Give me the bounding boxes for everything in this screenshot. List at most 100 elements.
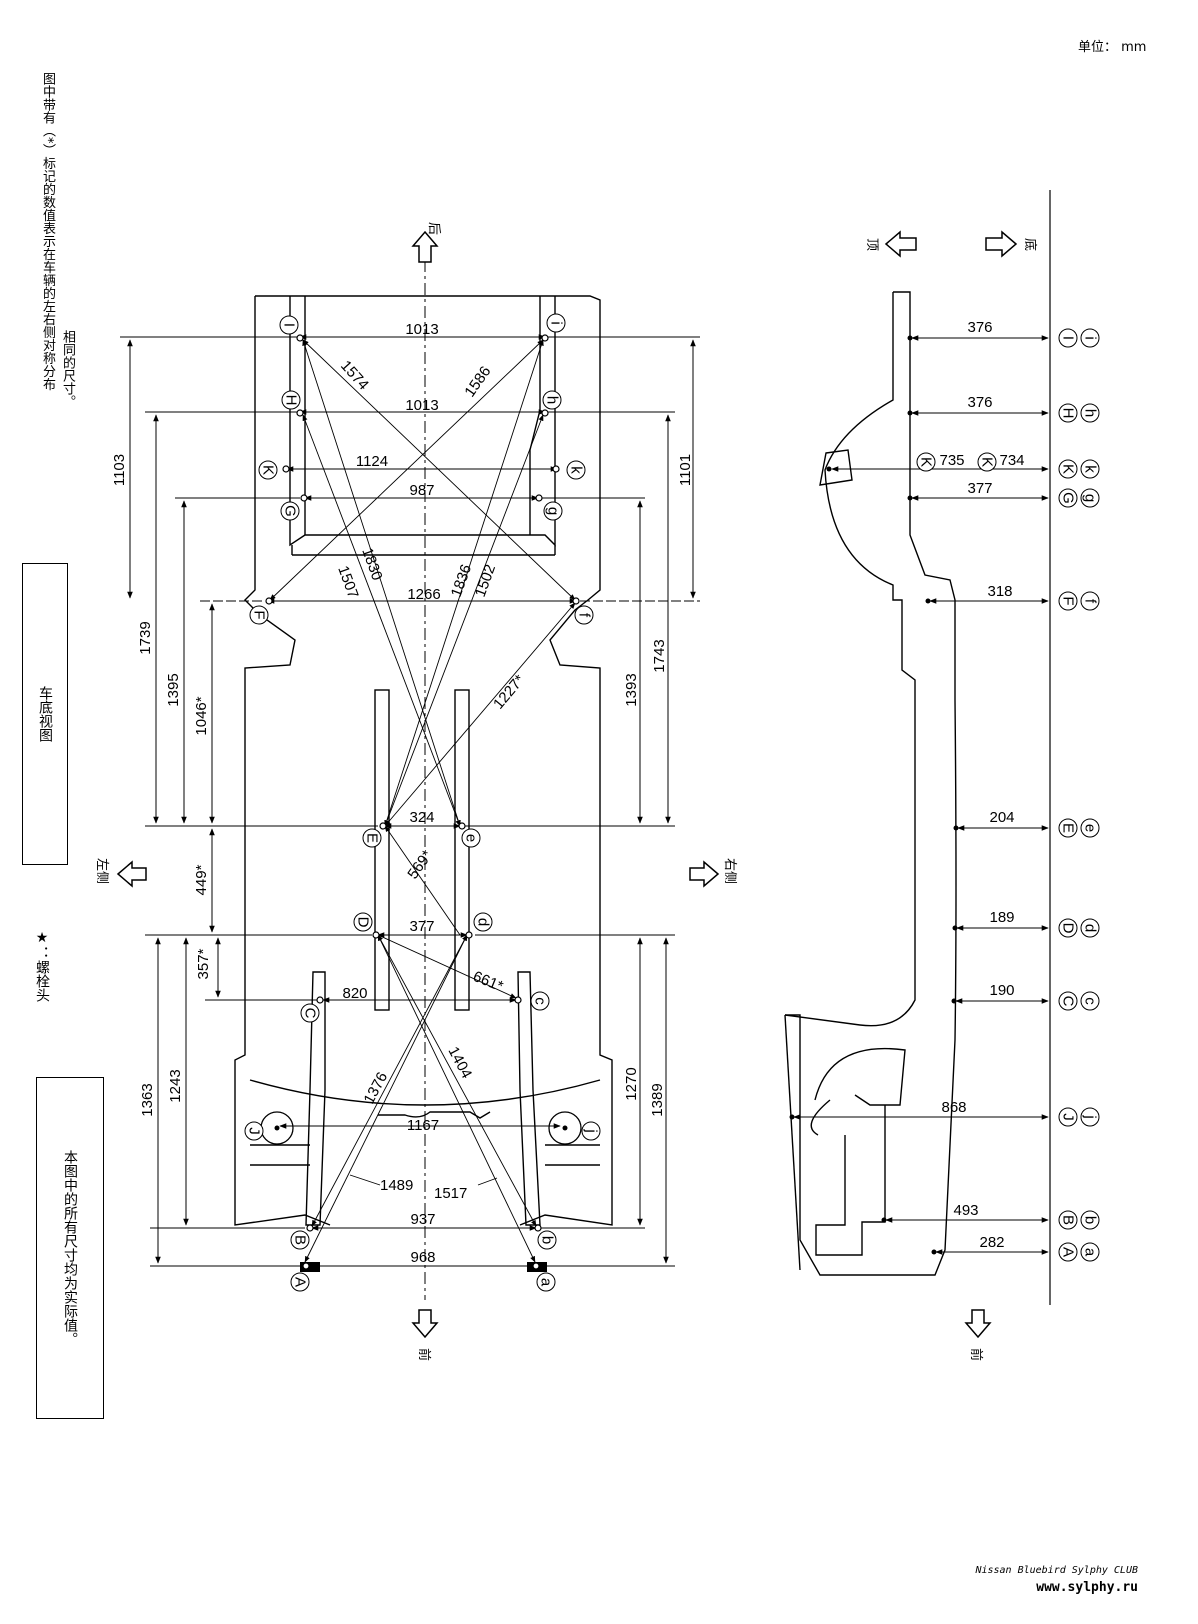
- side-points: [789, 335, 959, 1255]
- side-dim-b: 493: [953, 1202, 978, 1219]
- side-front-arrow-icon: [964, 1309, 992, 1339]
- right-arrow-icon: [689, 860, 720, 888]
- side-label-upper-2: K: [1060, 464, 1077, 474]
- point-label-upper-7: C: [302, 1008, 319, 1019]
- bottom-label: 底: [1023, 238, 1038, 251]
- rear-label: 后: [427, 222, 442, 235]
- side-k-right-circle-label-circle: [977, 452, 997, 472]
- side-label-lower-7-circle: [1080, 991, 1100, 1011]
- point-label-upper-7-circle: [300, 1003, 320, 1023]
- front-arrow-icon: [411, 1309, 439, 1339]
- point-label-lower-6-circle: [473, 912, 493, 932]
- point-label-upper-9: B: [292, 1235, 309, 1245]
- side-dimensions: [793, 335, 1049, 1255]
- dim-cc: 820: [342, 985, 367, 1002]
- point-label-lower-8-circle: [581, 1121, 601, 1141]
- side-label-upper-9-circle: [1058, 1210, 1078, 1230]
- point-label-lower-0-circle: [546, 313, 566, 333]
- left-label: 左侧: [95, 858, 110, 884]
- side-label-upper-1-circle: [1058, 403, 1078, 423]
- dim-1502: 1502: [472, 562, 499, 599]
- side-label-upper-2-circle: [1058, 459, 1078, 479]
- side-dim-c: 190: [989, 982, 1014, 999]
- point-label-upper-1-circle: [281, 390, 301, 410]
- point-label-lower-4-circle: [574, 605, 594, 625]
- side-label-upper-6: D: [1060, 923, 1077, 934]
- side-label-upper-3-circle: [1058, 488, 1078, 508]
- point-label-lower-5: e: [463, 834, 480, 842]
- point-label-lower-0: i: [548, 321, 565, 324]
- top-arrow-icon: [884, 230, 917, 258]
- dim-1363: 1363: [139, 1083, 156, 1116]
- side-label-lower-2-circle: [1080, 459, 1100, 479]
- frame-rails: [305, 689, 541, 1226]
- side-label-upper-5: E: [1060, 823, 1077, 833]
- dim-kk: 1124: [356, 453, 388, 470]
- dim-1376: 1376: [361, 1069, 392, 1106]
- point-label-lower-6: d: [475, 918, 492, 926]
- site-footer: www.sylphy.ru: [1036, 1580, 1138, 1595]
- dim-gg: 987: [409, 482, 434, 499]
- view-title: 车底视图: [37, 686, 53, 742]
- side-label-lower-8: j: [1082, 1114, 1099, 1118]
- point-label-lower-10: a: [538, 1278, 555, 1287]
- point-label-lower-3: g: [545, 507, 562, 515]
- actual-values-note: 本图中的所有尺寸均为实际值。: [62, 1150, 78, 1346]
- dim-449: 449*: [193, 864, 210, 895]
- side-dim-a: 282: [979, 1234, 1004, 1251]
- side-label-lower-1: h: [1082, 409, 1099, 417]
- measure-points: [265, 334, 580, 1270]
- point-label-lower-1: h: [544, 396, 561, 404]
- side-label-upper-0-circle: [1058, 328, 1078, 348]
- dim-hh: 1013: [405, 397, 438, 414]
- dim-jj: 1167: [407, 1117, 439, 1134]
- side-label-upper-0: I: [1060, 336, 1077, 340]
- dim-1046: 1046*: [193, 696, 210, 735]
- point-label-upper-3-circle: [280, 501, 300, 521]
- dim-569: 569*: [404, 847, 436, 882]
- side-label-lower-9-circle: [1080, 1210, 1100, 1230]
- side-dim-e: 204: [989, 809, 1014, 826]
- side-label-upper-7: C: [1060, 996, 1077, 1007]
- dim-1227: 1227*: [490, 671, 528, 712]
- side-label-lower-5: e: [1082, 824, 1099, 832]
- side-profile: [784, 291, 957, 1276]
- asterisk-note-line2: 相同的尺寸。: [60, 330, 75, 408]
- point-label-lower-9-circle: [537, 1230, 557, 1250]
- point-label-upper-9-circle: [290, 1230, 310, 1250]
- side-label-lower-7: c: [1082, 997, 1099, 1005]
- side-label-upper-8: J: [1060, 1113, 1077, 1121]
- side-label-upper-1: H: [1060, 408, 1077, 419]
- side-dim-i: 376: [967, 319, 992, 336]
- dim-ff: 1266: [407, 586, 440, 603]
- side-label-lower-0-circle: [1080, 328, 1100, 348]
- point-label-lower-1-circle: [542, 390, 562, 410]
- dim-dd: 377: [409, 918, 434, 935]
- front-label: 前: [417, 1348, 432, 1361]
- point-label-upper-4-circle: [249, 605, 269, 625]
- bolt-note: ★：螺栓头: [34, 930, 50, 1002]
- rear-arrow-icon: [411, 230, 439, 263]
- side-dim-j: 868: [941, 1099, 966, 1116]
- point-label-upper-5-circle: [362, 828, 382, 848]
- dim-357: 357*: [195, 948, 212, 979]
- side-label-upper-8-circle: [1058, 1107, 1078, 1127]
- body-outline: [234, 295, 613, 1226]
- diagonal-dimensions: [269, 339, 576, 1263]
- dim-661: 661*: [471, 968, 506, 995]
- point-label-lower-5-circle: [461, 828, 481, 848]
- side-dim-k-right: 734: [999, 452, 1024, 469]
- point-label-lower-10-circle: [536, 1272, 556, 1292]
- top-label: 顶: [865, 238, 880, 251]
- point-label-lower-2: k: [568, 466, 585, 474]
- dim-1574: 1574: [337, 357, 372, 393]
- side-dim-g: 377: [967, 480, 992, 497]
- actual-values-box: 本图中的所有尺寸均为实际值。: [36, 1077, 104, 1419]
- side-label-upper-4: F: [1060, 596, 1077, 605]
- side-label-lower-10: a: [1082, 1248, 1099, 1257]
- point-label-upper-4: F: [251, 610, 268, 619]
- dim-1489: 1489: [380, 1177, 413, 1194]
- right-vertical-dimensions: [465, 336, 700, 1267]
